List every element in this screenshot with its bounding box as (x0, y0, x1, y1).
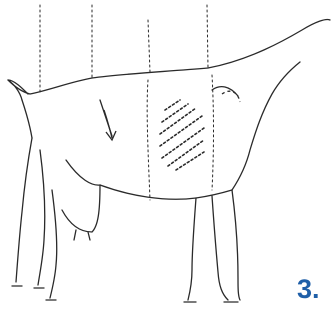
goat-back-and-head (8, 19, 330, 94)
section-line-shoulder (212, 75, 214, 190)
body-section-lines (147, 75, 213, 200)
goat-hind-leg-outer (16, 138, 32, 282)
goat-udder (62, 185, 100, 232)
goat-fore-leg-front (212, 196, 228, 300)
vertical-reference-lines (40, 5, 208, 95)
goat-fore-leg-back (188, 198, 196, 300)
hair-texture-marks (160, 100, 204, 170)
figure-number: 3. (297, 276, 320, 303)
goat-hind-leg-inner (38, 150, 45, 285)
goat-teats (74, 230, 90, 240)
goat-rump (22, 100, 32, 138)
goat-elbow-curve (212, 87, 238, 96)
goat-fore-leg-front-back-edge (232, 190, 240, 300)
goat-hooves (12, 286, 238, 302)
reference-line-3 (148, 20, 150, 72)
shoulder-arrow (222, 91, 240, 102)
section-line-flank (147, 80, 150, 200)
goat-second-hind-leg (50, 190, 57, 298)
goat-tail (8, 80, 28, 100)
reference-line-4 (207, 5, 208, 68)
goat-thigh (66, 160, 100, 185)
flank-arrow-icon (104, 110, 116, 140)
goat-neck-front (232, 62, 300, 190)
